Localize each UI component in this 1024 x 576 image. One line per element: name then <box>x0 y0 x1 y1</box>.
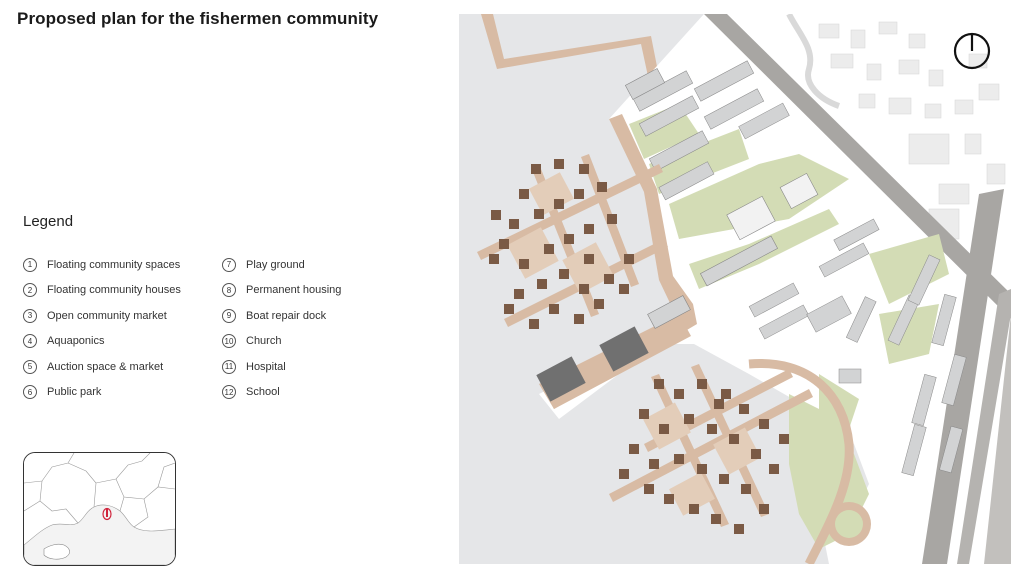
legend-label: Permanent housing <box>246 284 342 297</box>
church-building <box>726 195 776 241</box>
floating-community-cluster-2 <box>609 364 813 534</box>
locator-map <box>23 452 176 566</box>
legend-label: School <box>246 386 280 399</box>
legend-label: Play ground <box>246 258 305 271</box>
legend-number: 9 <box>222 308 236 323</box>
legend-item: 9 Boat repair dock <box>222 303 341 329</box>
legend-item: 2 Floating community houses <box>23 278 181 304</box>
legend-item: 10 Church <box>222 329 341 355</box>
legend-number: 7 <box>222 257 236 272</box>
legend-item: 3 Open community market <box>23 303 181 329</box>
school-building <box>779 172 819 210</box>
location-marker <box>102 507 112 521</box>
site-plan-drawing <box>459 14 1011 564</box>
legend-number: 2 <box>23 283 37 298</box>
site-plan-map <box>459 14 1011 564</box>
legend-item: 12 School <box>222 380 341 406</box>
legend-heading: Legend <box>23 213 74 230</box>
legend-label: Church <box>246 335 282 348</box>
legend-label: Floating community spaces <box>47 258 181 271</box>
legend-label: Open community market <box>47 309 167 322</box>
floating-community-cluster-1 <box>477 154 668 329</box>
legend-item: 7 Play ground <box>222 252 341 278</box>
legend-item: 11 Hospital <box>222 354 341 380</box>
legend-column-2: 7 Play ground 8 Permanent housing 9 Boat re… <box>222 252 341 405</box>
legend-number: 1 <box>23 257 37 272</box>
legend-number: 12 <box>222 385 236 400</box>
legend-item: 5 Auction space & market <box>23 354 181 380</box>
legend-label: Public park <box>47 386 102 399</box>
locator-map-drawing <box>24 453 175 565</box>
legend-number: 8 <box>222 283 236 298</box>
legend-label: Auction space & market <box>47 360 164 373</box>
legend-label: Hospital <box>246 360 286 373</box>
legend-number: 10 <box>222 334 236 349</box>
legend-number: 11 <box>222 359 236 374</box>
permanent-housing <box>632 60 967 477</box>
existing-town <box>818 21 1006 240</box>
legend-item: 6 Public park <box>23 380 181 406</box>
legend-label: Floating community houses <box>47 284 181 297</box>
legend-item: 1 Floating community spaces <box>23 252 181 278</box>
legend-number: 3 <box>23 308 37 323</box>
north-arrow-icon <box>953 32 991 70</box>
hospital-building <box>699 235 779 287</box>
page-title: Proposed plan for the fishermen communit… <box>17 9 379 28</box>
legend-column-1: 1 Floating community spaces 2 Floating com… <box>23 252 181 405</box>
legend-item: 8 Permanent housing <box>222 278 341 304</box>
legend-number: 5 <box>23 359 37 374</box>
legend-number: 6 <box>23 385 37 400</box>
legend-label: Boat repair dock <box>246 309 327 322</box>
legend-label: Aquaponics <box>47 335 105 348</box>
legend-item: 4 Aquaponics <box>23 329 181 355</box>
legend-number: 4 <box>23 334 37 349</box>
